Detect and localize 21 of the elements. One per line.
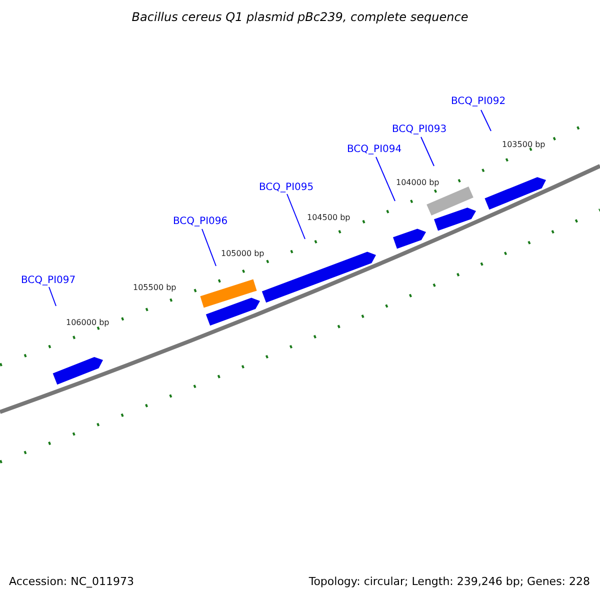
leader-line [202,228,216,266]
title: Bacillus cereus Q1 plasmid pBc239, complete sequence [130,10,470,24]
leader-line [48,286,56,306]
gene-label: BCQ_PI095 [259,182,314,194]
gene-label: BCQ_PI092 [451,96,506,108]
position-label: 106000 bp [66,318,110,328]
footer-text: Topology: circular; Length: 239,246 bp; Genes: 228 [308,575,590,588]
leader-line [286,194,306,240]
leader-line [420,136,434,166]
gene-label: BCQ_PI096 [173,216,228,228]
position-label: 105000 bp [221,249,264,259]
position-label: 105500 bp [133,283,176,293]
gene-label: BCQ_PI094 [347,144,402,156]
position-label: 103500 bp [502,140,546,150]
position-label: 104000 bp [396,178,440,188]
leader-line [480,110,492,132]
footer-text: Accession: NC_011973 [9,575,134,588]
leader-line [376,156,396,202]
position-label: 104500 bp [307,213,350,223]
gene-label: BCQ_PI093 [392,124,447,136]
gene-label: BCQ_PI097 [21,275,76,287]
